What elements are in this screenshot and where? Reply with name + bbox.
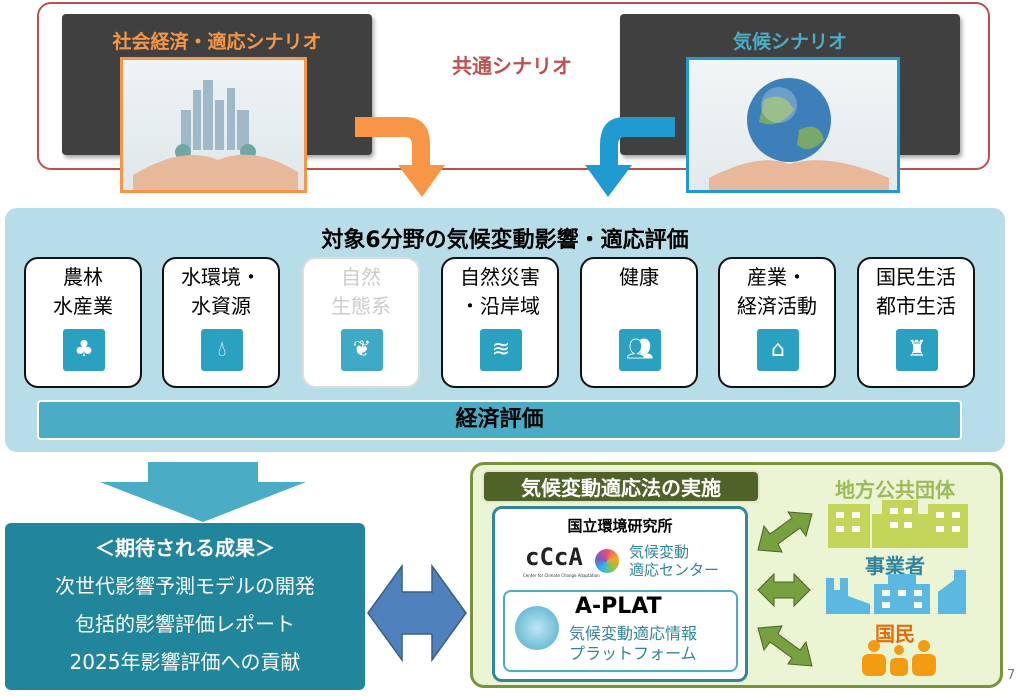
people-icon: 👥︎ bbox=[619, 329, 661, 371]
sector-card-water: 水環境・水資源 💧︎ bbox=[162, 257, 280, 388]
water-drop-icon: 💧︎ bbox=[201, 329, 243, 371]
socio-economic-scenario-title: 社会経済・適応シナリオ bbox=[112, 31, 322, 53]
entity-local-government: 地方公共団体 bbox=[835, 478, 955, 502]
industry-icon: ⌂ bbox=[757, 329, 799, 371]
entity-citizens: 国民 bbox=[875, 622, 915, 646]
disaster-wave-icon: ≋ bbox=[480, 329, 522, 371]
page-number: 7 bbox=[1007, 668, 1016, 683]
sector-label: 自然災害 bbox=[460, 265, 540, 289]
sector-label: 産業・ bbox=[747, 265, 807, 289]
sector-label: ・沿岸域 bbox=[460, 294, 540, 318]
exchange-arrows-icon bbox=[757, 511, 813, 667]
sector-label: 経済活動 bbox=[737, 294, 817, 318]
aplat-box[interactable]: A-PLAT 気候変動適応情報プラットフォーム bbox=[503, 590, 738, 672]
sector-label: 農林 bbox=[63, 265, 103, 289]
assessment-title: 対象6分野の気候変動影響・適応評価 bbox=[321, 228, 689, 253]
sector-label: 健康 bbox=[619, 265, 659, 289]
expected-results-title: ＜期待される成果＞ bbox=[95, 536, 275, 560]
ccca-name-line: 気候変動 bbox=[629, 543, 690, 561]
ccca-emblem-icon bbox=[595, 549, 619, 573]
common-scenario-frame bbox=[37, 2, 990, 170]
orange-arrow-icon bbox=[355, 117, 445, 197]
result-item: 次世代影響予測モデルの開発 bbox=[55, 574, 315, 598]
down-arrow-icon bbox=[100, 462, 306, 522]
forest-fish-icon: ♣ bbox=[63, 329, 105, 371]
sector-card-industry: 産業・経済活動 ⌂ bbox=[718, 257, 836, 388]
city-in-hands-image bbox=[120, 57, 307, 193]
sector-label: 生態系 bbox=[331, 294, 391, 318]
ccca-subtitle: Center for Climate Change Adaptation bbox=[523, 573, 600, 578]
aplat-name-line: プラットフォーム bbox=[569, 644, 697, 663]
aplat-name-line: 気候変動適応情報 bbox=[569, 624, 698, 643]
sector-label: 国民生活 bbox=[876, 265, 956, 289]
result-item: 包括的影響評価レポート bbox=[75, 612, 295, 636]
common-scenario-label: 共通シナリオ bbox=[452, 54, 572, 78]
result-item: 2025年影響評価への貢献 bbox=[69, 650, 301, 674]
ecosystem-icon: ❦ bbox=[341, 329, 383, 371]
citizens-icon bbox=[862, 640, 936, 676]
economic-assessment-bar: 経済評価 bbox=[37, 400, 962, 440]
aplat-name: 気候変動適応情報プラットフォーム bbox=[569, 624, 697, 664]
sector-label: 水資源 bbox=[191, 294, 251, 318]
climate-scenario-title: 気候シナリオ bbox=[732, 31, 847, 53]
sector-card-ecosystem: 自然生態系 ❦ bbox=[302, 257, 420, 388]
aplat-globe-icon bbox=[515, 606, 559, 650]
institute-name: 国立環境研究所 bbox=[567, 517, 673, 535]
adaptation-law-title: 気候変動適応法の実施 bbox=[482, 470, 760, 503]
government-building-icon bbox=[828, 500, 968, 548]
sector-label: 自然 bbox=[341, 265, 381, 289]
earth-in-hands-image bbox=[686, 57, 900, 193]
sector-card-urban-life: 国民生活都市生活 ♜ bbox=[857, 257, 975, 388]
ccca-logo: cCcA bbox=[525, 543, 583, 571]
sector-card-agriculture: 農林水産業 ♣ bbox=[24, 257, 142, 388]
expected-results-box: ＜期待される成果＞ 次世代影響予測モデルの開発 包括的影響評価レポート 2025… bbox=[5, 523, 365, 690]
aplat-title: A-PLAT bbox=[575, 594, 662, 619]
sector-label: 水環境・ bbox=[181, 265, 261, 289]
ccca-name-line: 適応センター bbox=[629, 561, 720, 579]
city-icon: ♜ bbox=[896, 329, 938, 371]
ccca-logo-text: cCcA bbox=[525, 543, 583, 571]
sector-card-health: 健康 👥︎ bbox=[580, 257, 698, 388]
blue-arrow-icon bbox=[585, 117, 675, 197]
ccca-name: 気候変動適応センター bbox=[629, 543, 719, 579]
double-arrow-icon bbox=[367, 564, 467, 662]
factory-icon bbox=[826, 570, 966, 614]
sector-label: 水産業 bbox=[53, 294, 113, 318]
sector-label: 都市生活 bbox=[876, 294, 956, 318]
sector-card-disaster: 自然災害・沿岸域 ≋ bbox=[441, 257, 559, 388]
